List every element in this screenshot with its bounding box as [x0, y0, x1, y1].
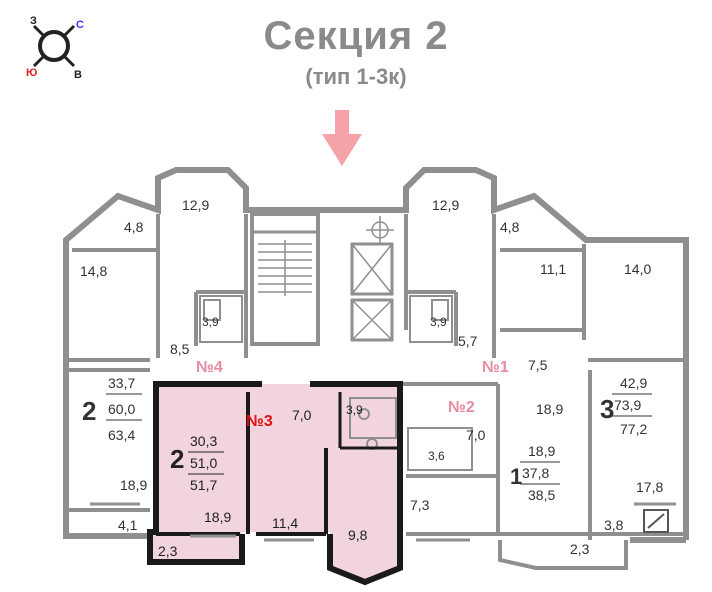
flat-1-room3: 14,0 [624, 261, 651, 277]
flat-label-2: №2 [448, 399, 475, 416]
flat-1-loggia: 3,8 [604, 517, 624, 533]
flat-3-bath: 3,9 [346, 403, 363, 417]
flat-4-areas: 14,8 4,8 12,9 3,9 8,5 2 33,7 60,0 63,4 1… [80, 197, 219, 533]
flat-1-room4: 17,8 [636, 479, 663, 495]
compass-west: З [30, 15, 37, 27]
flat-2-areas: 18,9 7,0 3,6 7,3 1 18,9 37,8 38,5 2,3 [410, 401, 590, 557]
flat-3-living: 30,3 [190, 433, 217, 449]
flat-1-room2: 11,1 [540, 261, 566, 277]
flat-2-hall: 7,0 [466, 427, 486, 443]
flat-4-loggia: 4,1 [118, 517, 138, 533]
flat-2-rooms: 1 [510, 464, 522, 489]
page-title: Секция 2 [263, 14, 449, 58]
compass-east: В [74, 69, 82, 81]
flat-2-total: 37,8 [522, 465, 549, 481]
flat-2-living: 18,9 [528, 443, 555, 459]
entrance-arrow-icon [322, 110, 362, 166]
flat-1-corridor: 5,7 [458, 333, 478, 349]
flat-3-total: 51,0 [190, 455, 217, 471]
flat-4-balcony: 4,8 [124, 219, 144, 235]
flat-4-kitchen: 14,8 [80, 263, 107, 279]
flat-label-4: №4 [196, 359, 223, 376]
flat-4-total: 60,0 [108, 401, 135, 417]
stair-core [250, 212, 394, 346]
flat-3-areas: 2 30,3 51,0 51,7 18,9 7,0 3,9 11,4 9,8 2… [158, 403, 368, 559]
interior-walls [66, 214, 686, 540]
flat-4-living: 33,7 [108, 375, 135, 391]
flat-1-areas: 12,9 4,8 11,1 14,0 3,9 5,7 7,5 3 42,9 73… [430, 197, 663, 533]
flat-1-room1: 12,9 [432, 197, 459, 213]
flat-2-room1: 18,9 [536, 401, 563, 417]
flat-3-loggia: 2,3 [158, 543, 178, 559]
flat-2-full: 38,5 [528, 487, 555, 503]
flat-3-room2: 11,4 [272, 515, 298, 531]
flat-2-kitchen: 7,3 [410, 497, 430, 513]
flat-4-bath: 3,9 [202, 315, 219, 329]
flat-1-balcony: 4,8 [500, 219, 520, 235]
flat-3-kitchen: 9,8 [348, 527, 368, 543]
flat-4-room2: 12,9 [182, 197, 209, 213]
flat-2-loggia: 2,3 [570, 541, 590, 557]
compass-north: С [76, 19, 84, 31]
compass-icon: З С Ю В [26, 15, 84, 81]
flat-3-hall: 7,0 [292, 407, 312, 423]
flat-1-bath: 3,9 [430, 315, 447, 329]
flat-label-3: №3 [246, 413, 273, 430]
page-subtitle: (тип 1-3к) [305, 64, 407, 89]
bathroom-fixtures [199, 295, 473, 471]
flat-4-corridor: 8,5 [170, 341, 190, 357]
flat-2-bath: 3,6 [428, 449, 445, 463]
flat-4-rooms: 2 [82, 396, 96, 426]
flat-3-full: 51,7 [190, 477, 217, 493]
flat-1-living: 42,9 [620, 375, 647, 391]
flat-4-full: 63,4 [108, 427, 135, 443]
flat-label-1: №1 [482, 359, 509, 376]
flat-3-walls [147, 381, 403, 586]
flat-3-rooms: 2 [170, 444, 184, 474]
flat-3-room1: 18,9 [204, 509, 231, 525]
flat-3-highlight [150, 384, 400, 580]
flat-labels: №4 №3 №2 №1 [196, 359, 509, 430]
compass-south: Ю [26, 67, 37, 79]
flat-1-full: 77,2 [620, 421, 647, 437]
flat-1-rooms: 3 [600, 394, 614, 424]
flat-1-total: 73,9 [614, 397, 641, 413]
flat-1-hall: 7,5 [528, 357, 548, 373]
loggia-corner-icon [643, 509, 669, 533]
window-marks [90, 502, 676, 542]
flat-4-room3: 18,9 [120, 477, 147, 493]
outer-walls [63, 167, 689, 570]
